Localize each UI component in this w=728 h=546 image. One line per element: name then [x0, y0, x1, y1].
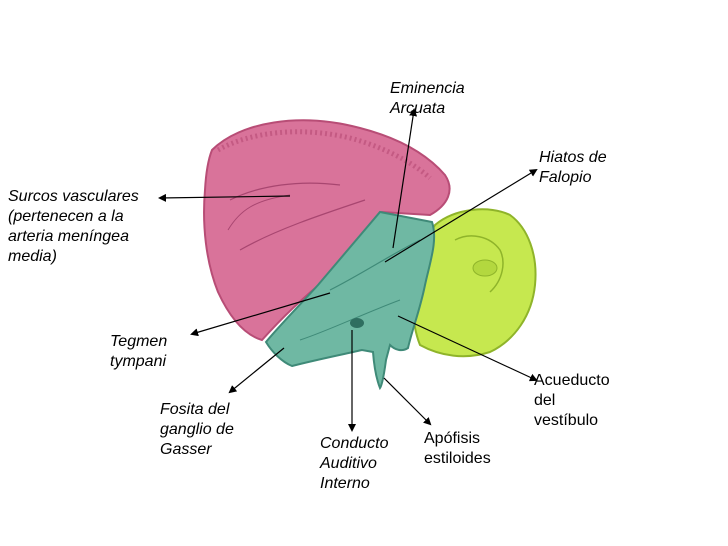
- leader-apofisis-estiloides: [383, 377, 432, 426]
- mastoid-part: [412, 208, 537, 358]
- label-apofisis-estiloides: Apófisis estiloides: [424, 430, 491, 467]
- label-hiatos-de-falopio: Hiatos de Falopio: [539, 149, 607, 186]
- label-eminencia-arcuata: Eminencia Arcuata: [390, 80, 465, 117]
- leader-hiatos-de-falopio: [384, 168, 538, 263]
- leader-surcos-vasculares: [158, 193, 291, 202]
- label-fosita-del-ganglio: Fosita del ganglio de Gasser: [160, 401, 234, 458]
- leader-eminencia-arcuata: [392, 108, 418, 249]
- petrous-part: [264, 210, 436, 391]
- label-acueducto-del-vestibulo: Acueducto del vestíbulo: [534, 372, 610, 429]
- leader-fosita-del-ganglio: [228, 347, 285, 394]
- label-surcos-vasculares: Surcos vasculares (pertenecen a la arter…: [8, 188, 139, 265]
- leader-acueducto: [397, 315, 538, 382]
- leader-tegmen-tympani: [190, 292, 331, 337]
- label-conducto-auditivo-interno: Conducto Auditivo Interno: [320, 435, 389, 492]
- label-tegmen-tympani: Tegmen tympani: [110, 333, 168, 370]
- leader-lines: [158, 108, 538, 432]
